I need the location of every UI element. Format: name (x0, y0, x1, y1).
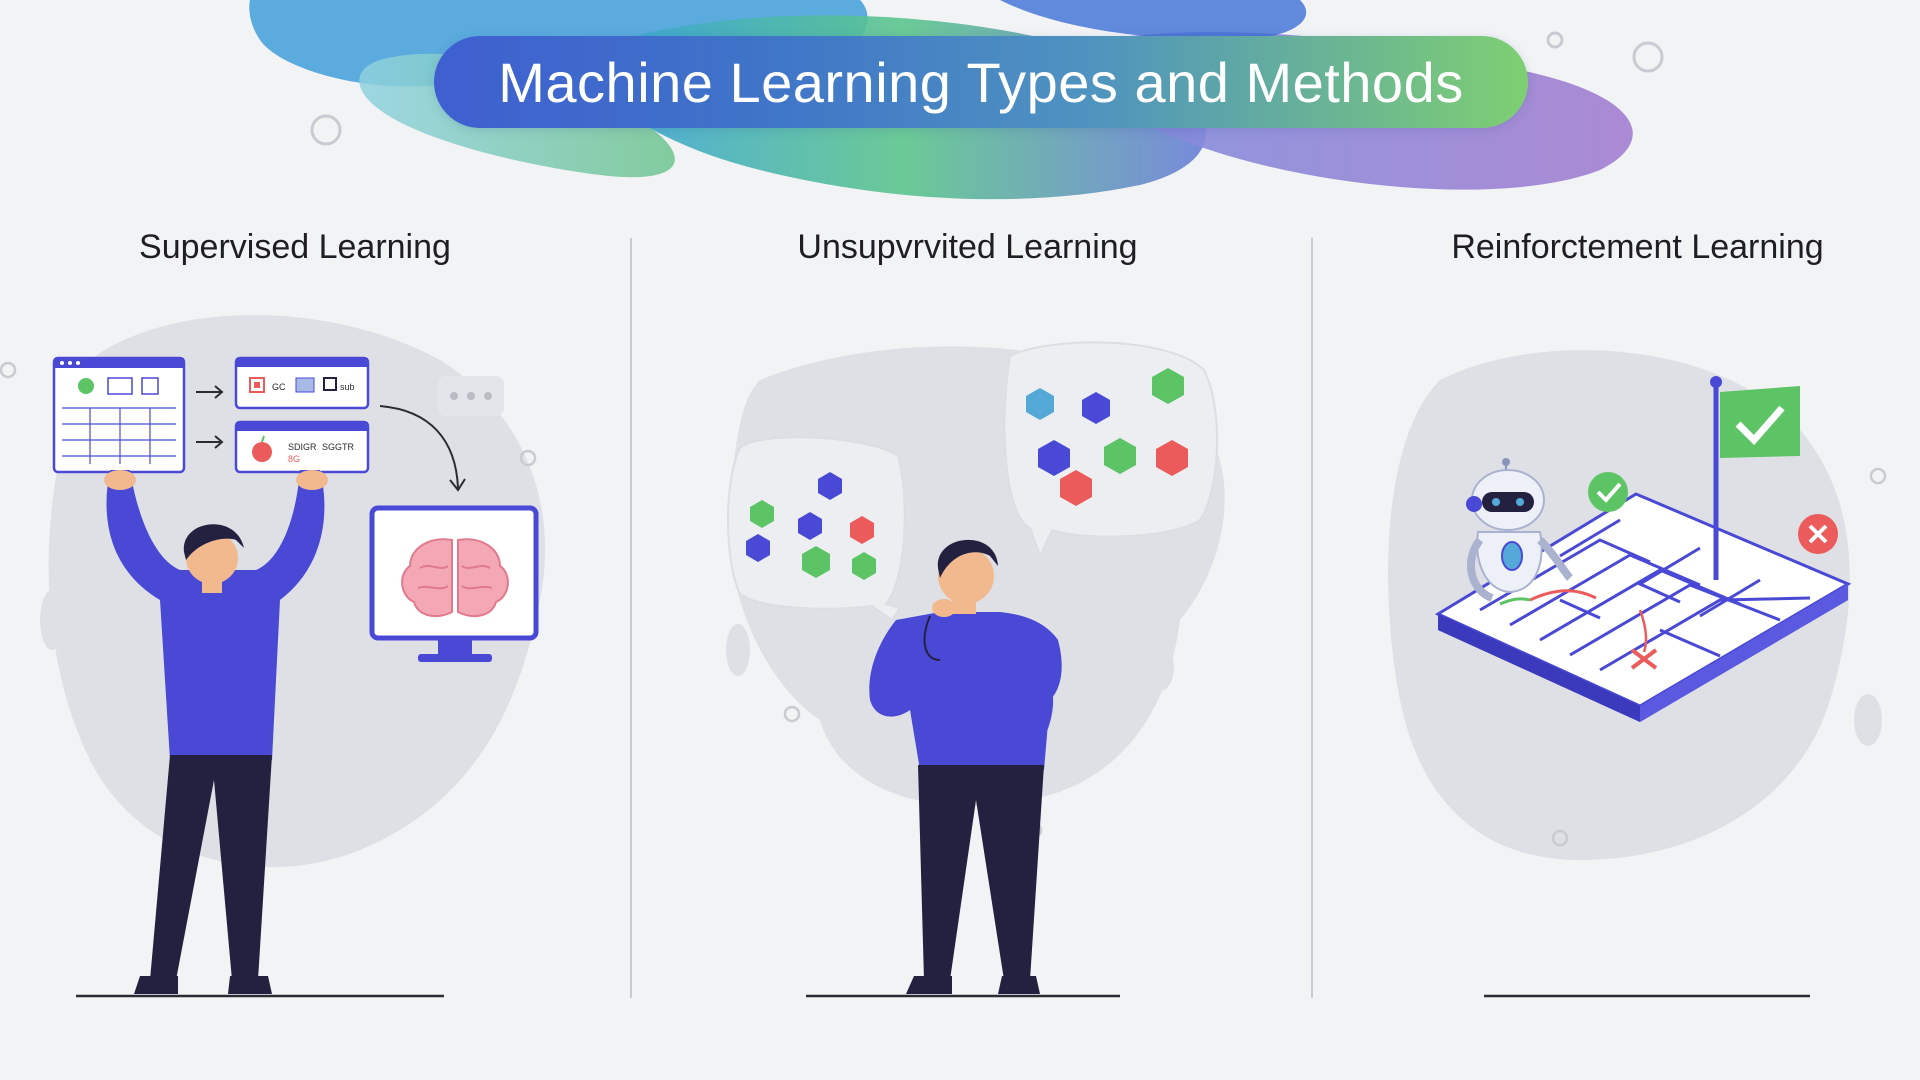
cluster-bubble-left (727, 436, 906, 622)
data-table-card (52, 356, 186, 474)
svg-text:sub: sub (340, 382, 355, 392)
svg-text:SDIGR: SDIGR (288, 442, 317, 452)
check-badge-icon (1588, 472, 1628, 512)
person-supervised (104, 470, 328, 994)
labeled-card-a: GC sub (234, 356, 370, 410)
unsupervised-illustration (726, 341, 1225, 994)
apple-icon (252, 442, 272, 462)
apple-icon (78, 378, 94, 394)
reinforcement-illustration (1388, 350, 1887, 860)
person-unsupervised (869, 539, 1062, 994)
column-title-supervised: Supervised Learning (139, 228, 451, 266)
svg-text:SGGTR: SGGTR (322, 442, 355, 452)
arrow-icon (379, 405, 459, 489)
speech-bubble-icon (438, 376, 504, 416)
x-mark-icon (1630, 648, 1658, 670)
labeled-card-b: SDIGR SGGTR 8G (234, 420, 370, 474)
page-title: Machine Learning Types and Methods (498, 50, 1464, 114)
svg-text:GC: GC (272, 382, 286, 392)
column-title-unsupervised: Unsupvrvited Learning (797, 228, 1138, 266)
supervised-illustration: GC sub SDIGR SGGTR 8G (0, 315, 546, 994)
robot-icon (1466, 458, 1573, 602)
maze-platform (1434, 492, 1852, 722)
x-badge-icon (1798, 514, 1838, 554)
monitor-brain-icon (369, 505, 539, 662)
title-banner: Machine Learning Types and Methods (434, 36, 1528, 128)
svg-text:8G: 8G (288, 454, 300, 464)
arrow-icon (196, 385, 224, 449)
cluster-bubble-right (1003, 341, 1219, 559)
goal-flag-icon (1710, 376, 1800, 580)
column-title-reinforcement: Reinforctement Learning (1451, 228, 1824, 266)
